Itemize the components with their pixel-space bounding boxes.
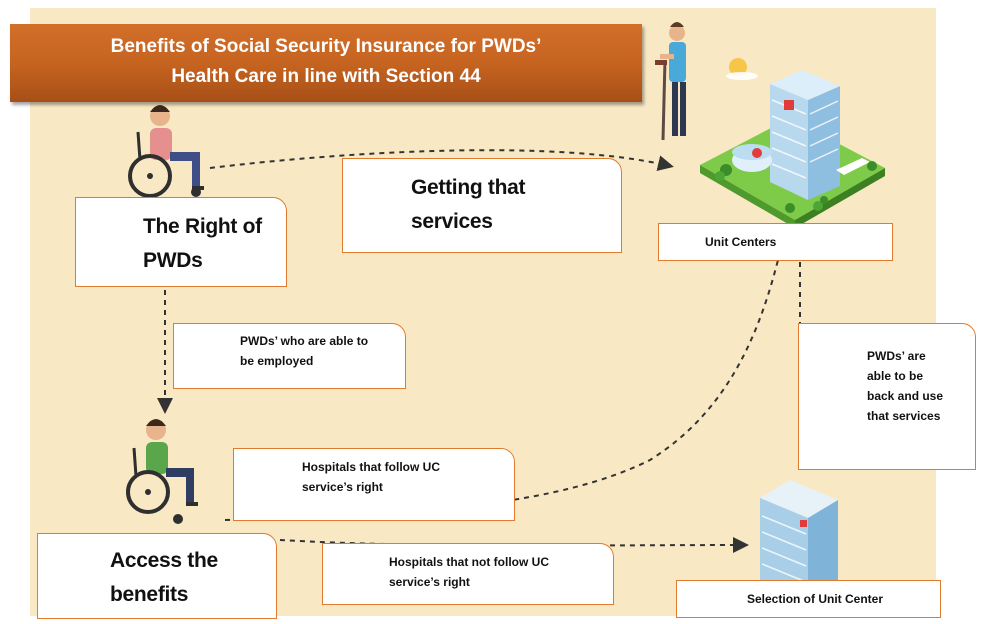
getting-services-line1: Getting that (411, 176, 526, 199)
back-use-line1: PWDs’ are (867, 349, 926, 363)
title-banner: Benefits of Social Security Insurance fo… (10, 24, 642, 102)
right-of-pwds-box: The Right of PWDs (75, 197, 287, 287)
sun-icon (726, 58, 758, 80)
selection-unit-center-label: Selection of Unit Center (747, 592, 884, 606)
arrow-hospitals-to-unit-centers (224, 259, 779, 521)
getting-services-box: Getting that services (342, 158, 622, 253)
hospital-city-icon (700, 70, 885, 228)
standing-person-crutch-icon (655, 22, 686, 141)
access-benefits-line2: benefits (110, 583, 189, 606)
back-use-box: PWDs’ are able to be back and use that s… (798, 323, 976, 470)
small-hospital-building-icon (760, 480, 838, 598)
hospitals-follow-line1: Hospitals that follow UC (302, 460, 440, 474)
employed-line1: PWDs’ who are able to (240, 334, 369, 348)
right-of-pwds-line2: PWDs (143, 249, 203, 272)
employed-line2: be employed (240, 354, 314, 368)
back-use-line2: able to be (867, 369, 924, 383)
getting-services-line2: services (411, 210, 493, 233)
employed-box: PWDs’ who are able to be employed (173, 323, 406, 389)
arrow-right-to-services (209, 149, 674, 172)
unit-centers-box: Unit Centers (658, 223, 893, 261)
access-benefits-box: Access the benefits (37, 533, 277, 619)
back-use-line3: back and use (867, 389, 944, 403)
back-use-line4: that services (867, 409, 941, 423)
selection-unit-center-box: Selection of Unit Center (676, 580, 941, 618)
title-line-2: Health Care in line with Section 44 (171, 66, 481, 87)
right-of-pwds-line1: The Right of (143, 215, 262, 238)
title-line-1: Benefits of Social Security Insurance fo… (110, 36, 542, 57)
hospitals-follow-box: Hospitals that follow UC service’s right (233, 448, 515, 521)
hospitals-not-follow-line2: service’s right (389, 575, 470, 589)
access-benefits-line1: Access the (110, 549, 218, 572)
hospitals-not-follow-box: Hospitals that not follow UC service’s r… (322, 543, 614, 605)
hospitals-not-follow-line1: Hospitals that not follow UC (389, 555, 549, 569)
wheelchair-user-top-icon (128, 105, 204, 198)
unit-centers-label: Unit Centers (705, 235, 777, 249)
wheelchair-user-bottom-icon (126, 419, 198, 524)
hospitals-follow-line2: service’s right (302, 480, 383, 494)
